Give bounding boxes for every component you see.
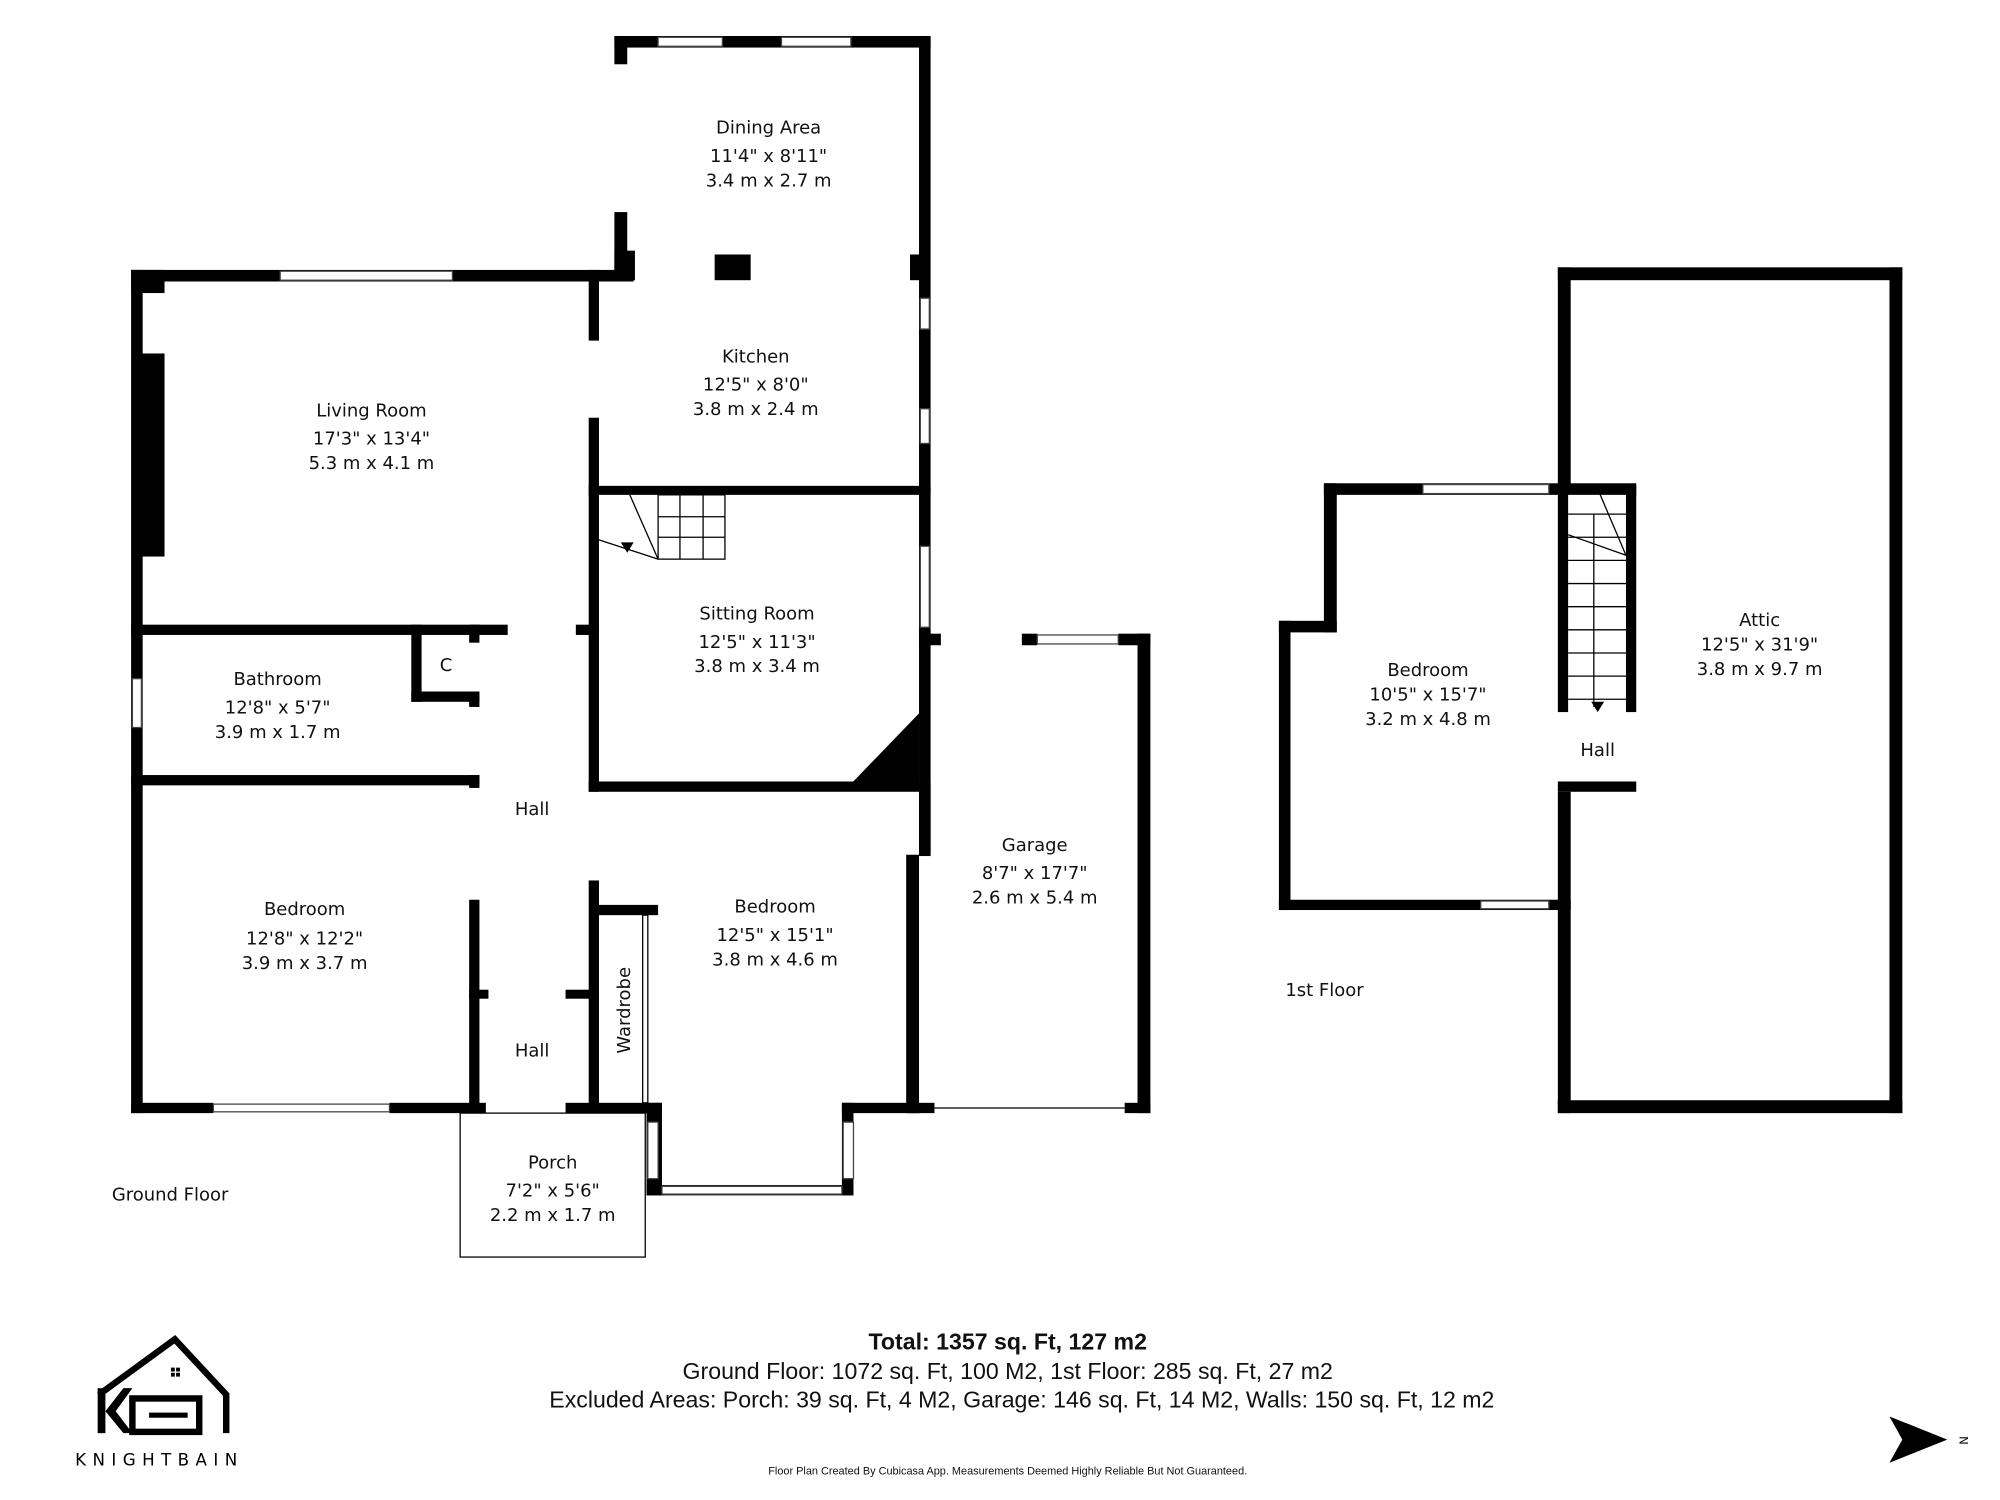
room-dining-area: Dining Area 11'4" x 8'11" 3.4 m x 2.7 m bbox=[706, 118, 832, 192]
room-metric: 2.6 m x 5.4 m bbox=[972, 888, 1098, 909]
room-name: Bedroom bbox=[1387, 660, 1468, 681]
ground-floor-walls bbox=[131, 35, 1151, 1258]
room-first-floor-bedroom: Bedroom 10'5" x 15'7" 3.2 m x 4.8 m bbox=[1365, 660, 1491, 730]
staircase-icon bbox=[1567, 494, 1627, 713]
room-imperial: 12'5" x 15'1" bbox=[716, 925, 833, 946]
room-name: Kitchen bbox=[722, 346, 790, 367]
room-metric: 3.8 m x 3.4 m bbox=[694, 656, 820, 677]
room-metric: 3.9 m x 3.7 m bbox=[242, 953, 368, 974]
first-floor-walls bbox=[1278, 267, 1903, 1114]
room-name: Attic bbox=[1739, 610, 1780, 631]
room-sitting-room: Sitting Room 12'5" x 11'3" 3.8 m x 3.4 m bbox=[694, 604, 820, 678]
floor-areas: Ground Floor: 1072 sq. Ft, 100 M2, 1st F… bbox=[683, 1358, 1333, 1384]
room-imperial: 8'7" x 17'7" bbox=[982, 863, 1088, 884]
room-imperial: 10'5" x 15'7" bbox=[1369, 685, 1486, 706]
room-metric: 3.8 m x 9.7 m bbox=[1697, 659, 1823, 680]
total-area: Total: 1357 sq. Ft, 127 m2 bbox=[868, 1329, 1146, 1355]
north-arrow-icon bbox=[1889, 1416, 1948, 1463]
ground-floor-label: Ground Floor bbox=[112, 1185, 229, 1206]
staircase-icon bbox=[598, 494, 726, 560]
room-garage: Garage 8'7" x 17'7" 2.6 m x 5.4 m bbox=[972, 835, 1098, 909]
room-name: Garage bbox=[1002, 835, 1068, 856]
first-floor-hall-label: Hall bbox=[1580, 740, 1615, 761]
room-imperial: 12'8" x 5'7" bbox=[225, 697, 331, 718]
room-name: Bedroom bbox=[734, 897, 815, 918]
room-porch: Porch 7'2" x 5'6" 2.2 m x 1.7 m bbox=[490, 1152, 616, 1226]
hall-upper-label: Hall bbox=[515, 799, 550, 820]
knightbain-logo: KNIGHTBAIN bbox=[75, 1335, 244, 1469]
first-floor-label: 1st Floor bbox=[1285, 980, 1364, 1001]
room-name: Sitting Room bbox=[699, 604, 814, 625]
room-living-room: Living Room 17'3" x 13'4" 5.3 m x 4.1 m bbox=[309, 400, 435, 474]
room-name: Porch bbox=[528, 1152, 578, 1173]
room-imperial: 11'4" x 8'11" bbox=[710, 146, 827, 167]
room-imperial: 17'3" x 13'4" bbox=[313, 429, 430, 450]
room-bathroom: Bathroom 12'8" x 5'7" 3.9 m x 1.7 m bbox=[215, 669, 341, 743]
house-kb-logo-icon bbox=[97, 1335, 230, 1436]
room-bedroom-left: Bedroom 12'8" x 12'2" 3.9 m x 3.7 m bbox=[242, 899, 368, 974]
room-imperial: 12'8" x 12'2" bbox=[246, 929, 363, 950]
room-name: Dining Area bbox=[716, 118, 821, 139]
room-imperial: 7'2" x 5'6" bbox=[506, 1181, 600, 1202]
room-metric: 5.3 m x 4.1 m bbox=[309, 453, 435, 474]
logo-text: KNIGHTBAIN bbox=[75, 1449, 244, 1469]
room-bedroom-front: Bedroom 12'5" x 15'1" 3.8 m x 4.6 m bbox=[712, 897, 838, 971]
room-name: Bedroom bbox=[264, 899, 345, 920]
wardrobe-label: Wardrobe bbox=[614, 967, 635, 1054]
room-metric: 3.4 m x 2.7 m bbox=[706, 170, 832, 191]
room-imperial: 12'5" x 8'0" bbox=[703, 375, 809, 396]
room-name: Living Room bbox=[316, 400, 426, 421]
disclaimer: Floor Plan Created By Cubicasa App. Meas… bbox=[768, 1465, 1247, 1477]
room-imperial: 12'5" x 11'3" bbox=[698, 632, 815, 653]
room-name: Bathroom bbox=[233, 669, 321, 690]
room-metric: 3.8 m x 2.4 m bbox=[693, 399, 819, 420]
excluded-areas: Excluded Areas: Porch: 39 sq. Ft, 4 M2, … bbox=[549, 1386, 1494, 1412]
closet-label: C bbox=[440, 655, 453, 676]
room-kitchen: Kitchen 12'5" x 8'0" 3.8 m x 2.4 m bbox=[693, 346, 819, 420]
north-arrow: N bbox=[1889, 1416, 1971, 1463]
hall-lower-label: Hall bbox=[515, 1041, 550, 1062]
room-imperial: 12'5" x 31'9" bbox=[1701, 634, 1818, 655]
room-metric: 2.2 m x 1.7 m bbox=[490, 1205, 616, 1226]
room-metric: 3.9 m x 1.7 m bbox=[215, 722, 341, 743]
room-metric: 3.2 m x 4.8 m bbox=[1365, 709, 1491, 730]
north-label: N bbox=[1957, 1436, 1971, 1445]
room-attic: Attic 12'5" x 31'9" 3.8 m x 9.7 m bbox=[1697, 610, 1823, 680]
room-metric: 3.8 m x 4.6 m bbox=[712, 949, 838, 970]
